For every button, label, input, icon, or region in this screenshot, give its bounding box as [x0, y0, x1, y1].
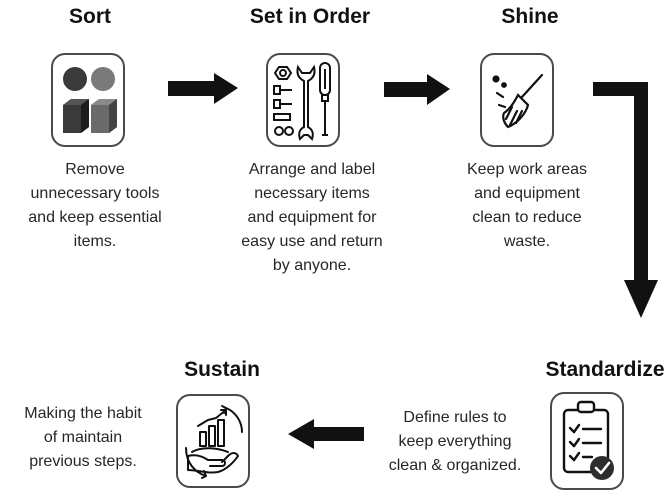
step-card-set-in-order — [266, 53, 340, 147]
broom-icon — [492, 73, 544, 129]
circles-and-cubes-icon — [63, 67, 117, 133]
step-description-sustain: Making the habit of maintain previous st… — [24, 405, 142, 470]
step-card-standardize — [550, 392, 624, 490]
step-description-shine: Keep work areas and equipment clean to r… — [466, 161, 588, 250]
step-description-sort: Remove unnecessary tools and keep essent… — [28, 161, 162, 250]
arrow-set-in-order-to-shine — [384, 74, 450, 105]
step-title-sustain: Sustain — [184, 358, 260, 381]
step-title-sort: Sort — [69, 5, 111, 28]
tools-icon — [273, 62, 331, 141]
step-card-sustain — [176, 394, 250, 488]
step-title-shine: Shine — [501, 5, 559, 28]
step-title-set-in-order: Set in Order — [249, 5, 371, 28]
arrow-sort-to-set-in-order — [168, 73, 238, 104]
step-card-shine — [480, 53, 554, 147]
hand-growth-chart-icon — [185, 405, 243, 479]
step-card-sort — [51, 53, 125, 147]
arrow-shine-to-standardize — [593, 82, 658, 318]
arrow-standardize-to-sustain — [288, 419, 364, 449]
clipboard-check-icon — [562, 400, 614, 480]
step-title-standardize: Standardize — [545, 358, 665, 381]
step-description-set-in-order: Arrange and label necessary items and eq… — [241, 161, 383, 274]
step-description-standardize: Define rules to keep everything clean & … — [388, 409, 522, 474]
